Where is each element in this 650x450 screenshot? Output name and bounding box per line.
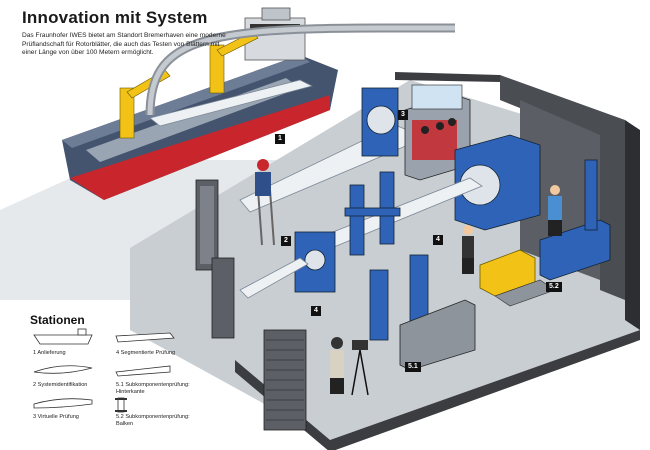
station-marker-5-1: 5.1 bbox=[405, 362, 421, 372]
ship-icon bbox=[33, 328, 93, 345]
worker-laptop bbox=[548, 185, 562, 236]
legend-item-2: 2 Systemidentifikation bbox=[33, 382, 88, 388]
legend-icons bbox=[33, 328, 175, 413]
worker-forklift bbox=[462, 225, 474, 274]
station-marker-4b: 4 bbox=[433, 235, 443, 245]
station-1-blade bbox=[239, 87, 413, 213]
station-marker-3: 3 bbox=[398, 110, 408, 120]
station-marker-5-2: 5.2 bbox=[546, 282, 562, 292]
station-marker-4a: 4 bbox=[311, 306, 321, 316]
control-room bbox=[404, 84, 471, 181]
station-marker-1: 1 bbox=[275, 134, 285, 144]
blade-outline-icon bbox=[33, 398, 93, 409]
legend-item-4: 4 Segmentierte Prüfung bbox=[116, 350, 176, 356]
station-3-rig bbox=[239, 231, 336, 299]
station-5-1-rig bbox=[369, 254, 476, 371]
trailing-edge-icon bbox=[115, 365, 171, 377]
beam-icon bbox=[115, 397, 127, 413]
hall-gate bbox=[195, 179, 307, 431]
blade-profile-icon bbox=[33, 365, 93, 374]
intro-text: Das Fraunhofer IWES bietet am Standort B… bbox=[22, 32, 226, 57]
worker-ladder bbox=[255, 159, 275, 246]
ship bbox=[62, 7, 338, 200]
right-wall bbox=[625, 120, 640, 330]
worker-camera bbox=[330, 337, 369, 396]
page-title: Innovation mit System bbox=[22, 8, 208, 27]
station-2-rig bbox=[344, 171, 401, 256]
legend-title: Stationen bbox=[30, 313, 85, 327]
back-wall bbox=[500, 75, 625, 300]
legend-item-1: 1 Anlieferung bbox=[33, 350, 66, 356]
station-marker-2: 2 bbox=[281, 236, 291, 246]
blade-segment-icon bbox=[115, 332, 175, 343]
legend-item-5-1: 5.1 Subkomponentenprüfung: Hinterkante bbox=[116, 382, 190, 395]
legend-item-5-2: 5.2 Subkomponentenprüfung: Balken bbox=[116, 414, 190, 427]
legend-item-3: 3 Virtuelle Prüfung bbox=[33, 414, 79, 420]
forklift bbox=[479, 249, 556, 307]
